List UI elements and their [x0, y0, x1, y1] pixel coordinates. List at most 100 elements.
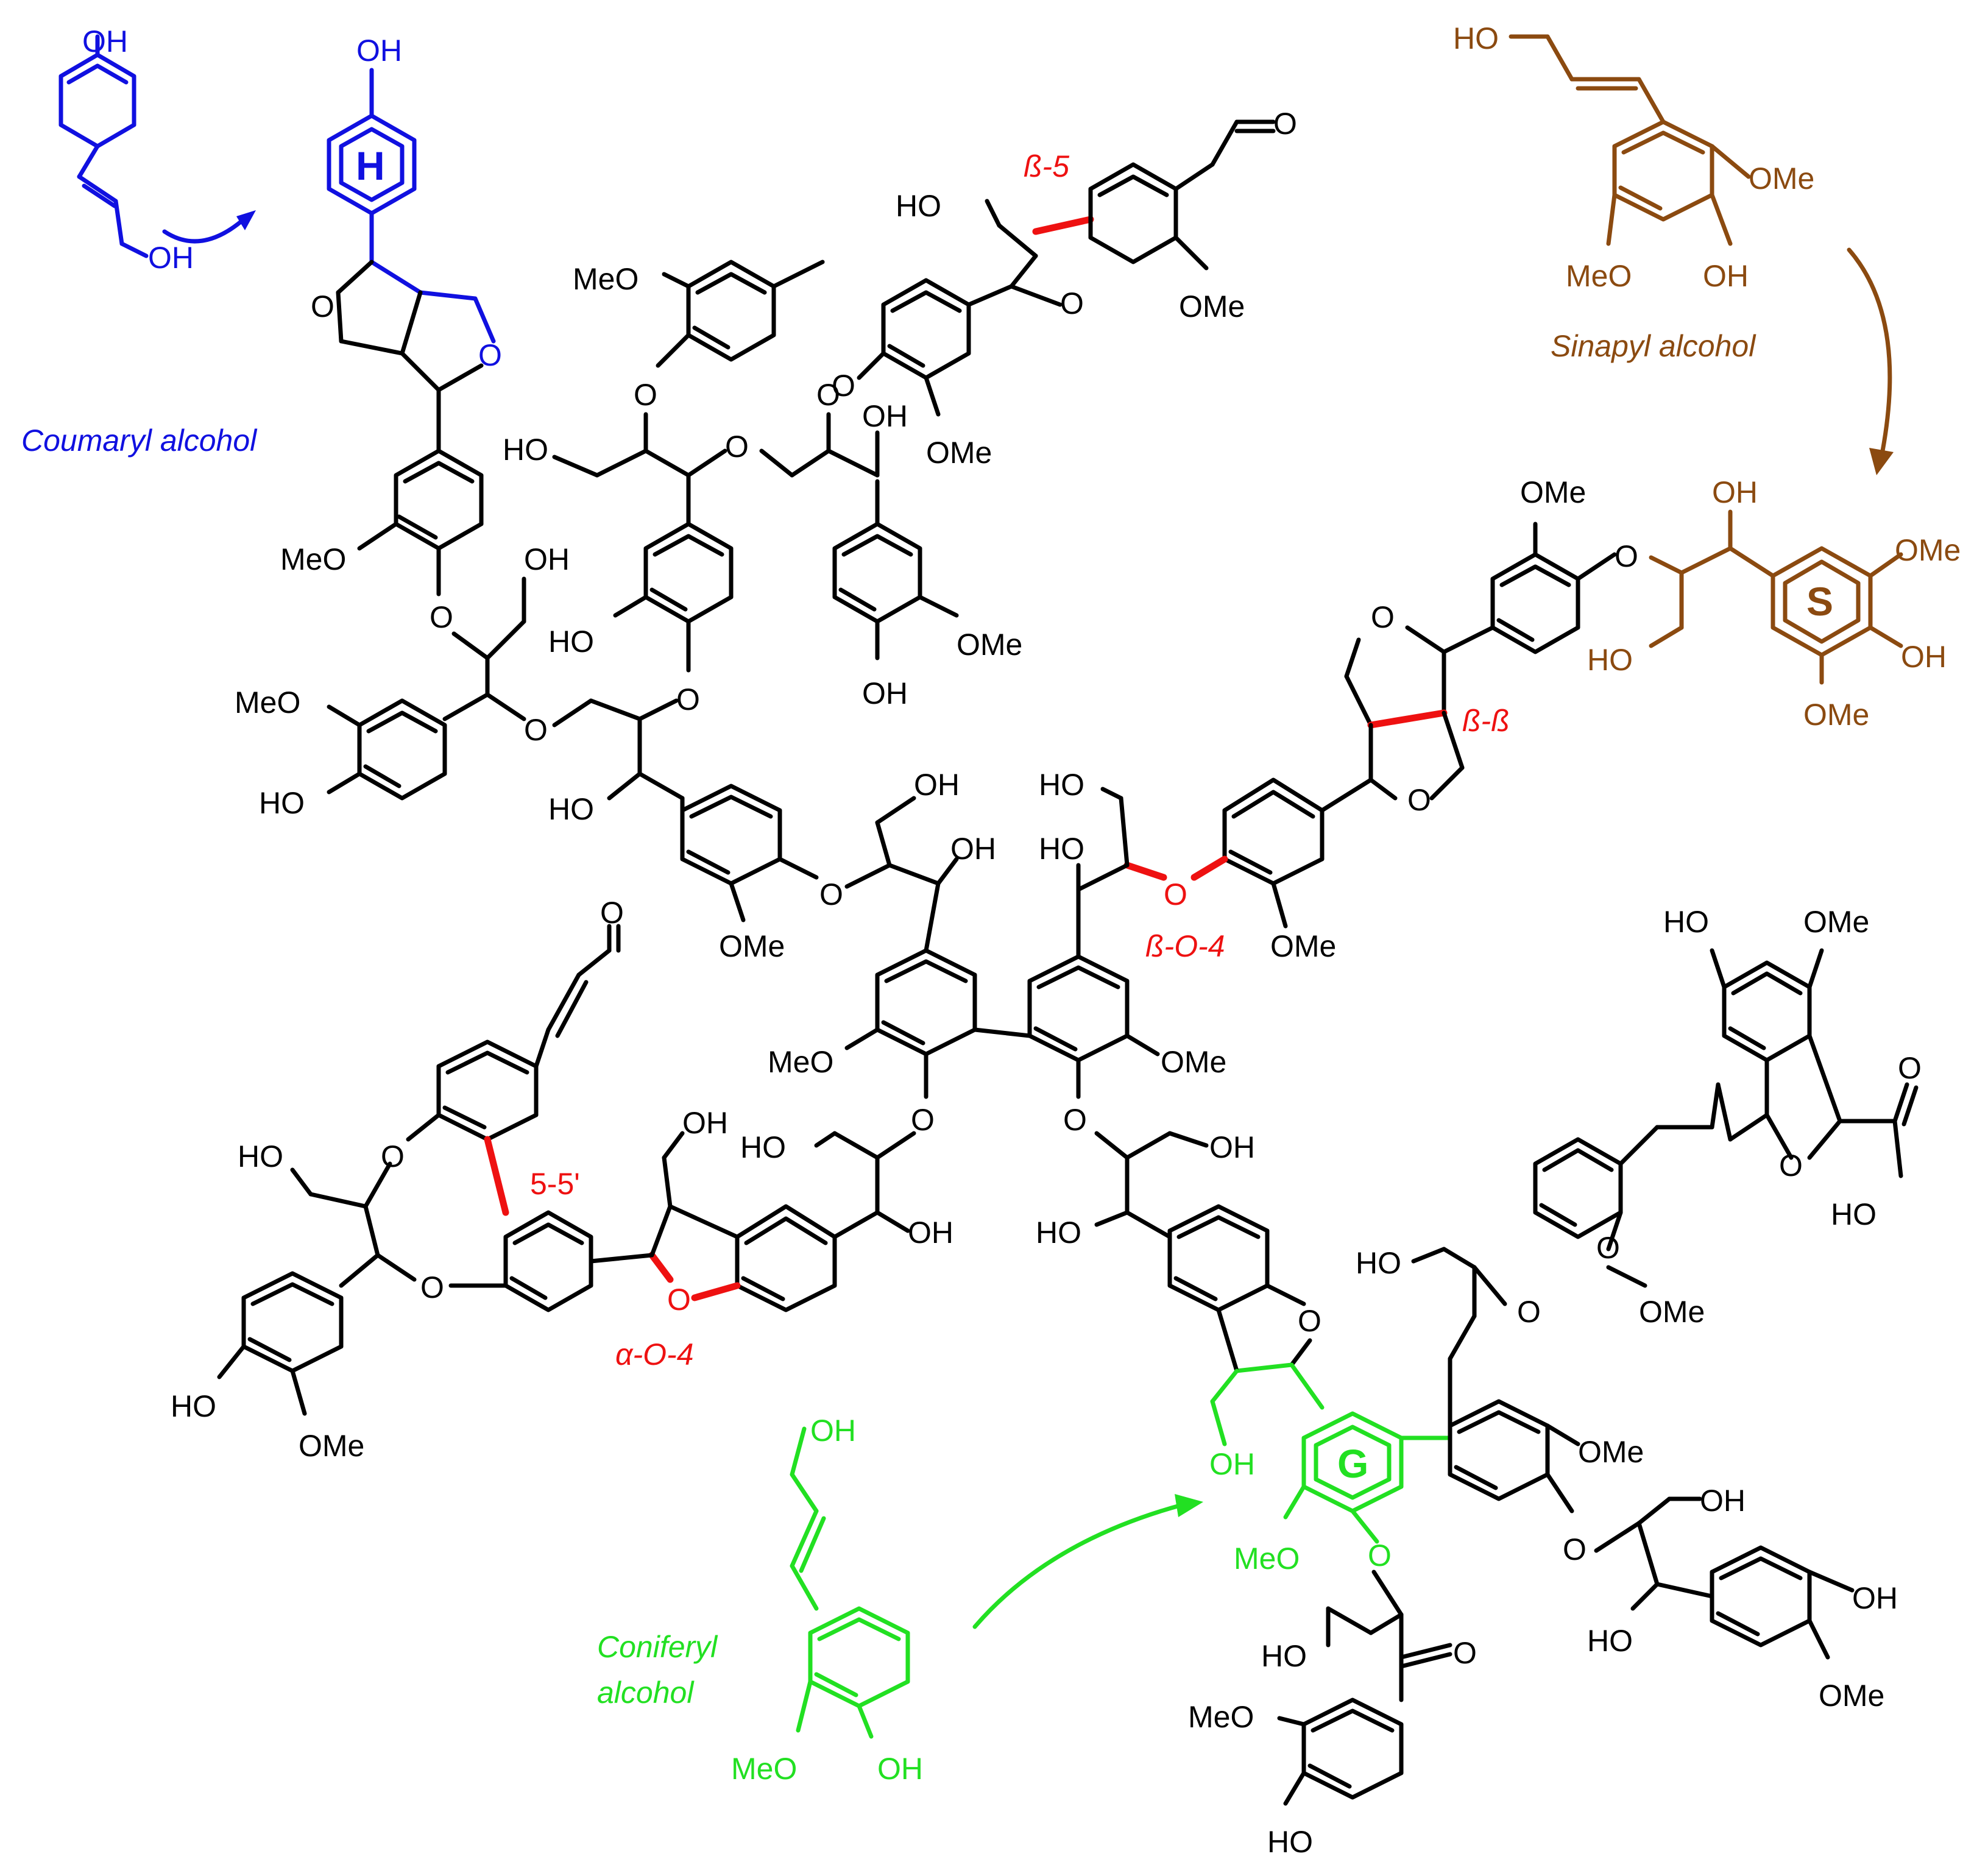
o-label-17a: O	[911, 1103, 935, 1137]
lower-right-chain: OH HO	[1036, 1130, 1255, 1250]
ho-label-38: HO	[1831, 1197, 1877, 1231]
s-unit-ome-label-2: OMe	[1803, 698, 1869, 732]
o-label-13: O	[1371, 600, 1395, 634]
ho-label-37: HO	[1663, 905, 1709, 939]
furan-o-label-1: O	[311, 289, 334, 324]
o-label-8: O	[832, 369, 855, 403]
ho-label-33: HO	[1356, 1246, 1401, 1280]
s-unit-oh-label: OH	[1901, 640, 1947, 674]
ome-label-20: OMe	[719, 929, 785, 963]
o-label-32: O	[1563, 1532, 1587, 1566]
guaiacyl-ring-8: OMe O ß-O-4 HO HO	[1039, 768, 1336, 963]
o-label-36: O	[1596, 1231, 1620, 1265]
aldehyde-o-label-2: O	[600, 896, 624, 930]
guaiacyl-ring-2: MeO HO	[235, 685, 447, 820]
meo-label-1: MeO	[280, 542, 346, 576]
o-label-14: O	[1407, 783, 1431, 817]
ome-label-12: OMe	[1520, 475, 1586, 509]
coumaryl-alcohol-monomer: OH OH Coumaryl alcohol	[21, 24, 258, 458]
guaiacyl-ring-9: OMe	[680, 784, 819, 963]
g-unit-label: G	[1337, 1441, 1368, 1486]
guaiacyl-ring-10: HO OMe	[171, 1271, 364, 1463]
meo-label-31: MeO	[1188, 1700, 1254, 1734]
alphaO4-bond-1	[691, 1282, 741, 1301]
ho-label-4: HO	[548, 625, 594, 659]
s-unit-chain-ho-label: HO	[1587, 643, 1633, 677]
oh-label-35: OH	[1852, 1581, 1898, 1615]
h-unit-oh-label: OH	[356, 34, 402, 68]
ho-label-34: HO	[1587, 1624, 1633, 1658]
ho-label-27: HO	[1036, 1216, 1081, 1250]
o-label-5: O	[725, 430, 749, 464]
h-unit-label: H	[356, 143, 385, 188]
five5-bond	[484, 1136, 509, 1216]
o-label-19: O	[819, 877, 843, 911]
sinapyl-arrow	[1847, 247, 1892, 453]
guaiacyl-ring-12: OMe O O HO	[1356, 1246, 1644, 1566]
s-unit-chain-oh-label: OH	[1712, 475, 1758, 509]
o-label-1: O	[430, 600, 453, 634]
g-unit-meo-label: MeO	[1234, 1542, 1300, 1576]
ho-label-15: HO	[1039, 768, 1084, 802]
five5-label: 5-5'	[530, 1167, 580, 1201]
ho-label-3: HO	[548, 792, 594, 826]
sinapyl-arrow-head	[1869, 448, 1894, 475]
o-label-37: O	[1779, 1149, 1803, 1183]
o-label-3: O	[676, 682, 700, 717]
coumaryl-alcohol-label: Coumaryl alcohol	[21, 423, 258, 458]
upper-ether-chain: O HO O O OH	[503, 378, 908, 478]
ome-label-10: OMe	[1179, 289, 1245, 324]
oh-label-6: OH	[862, 399, 908, 433]
sinapyl-meo-label: MeO	[1566, 259, 1632, 293]
isochroman-unit: O OMe HO OMe O O HO	[1533, 905, 1922, 1329]
o-label-24: O	[381, 1139, 405, 1173]
benzofuran-alphaO4: O α-O-4 OH	[589, 1106, 837, 1372]
ome-label-36: OMe	[1639, 1295, 1705, 1329]
ome-label-8: OMe	[926, 436, 992, 470]
ho-label-31: HO	[1267, 1825, 1313, 1859]
coumaryl-arrow	[162, 217, 246, 244]
ho-label-16: HO	[1039, 832, 1084, 866]
coniferyl-alcohol-label-1: Coniferyl	[597, 1630, 718, 1664]
central-biphenyl: MeO OMe O O OH OH O	[768, 768, 1226, 1137]
o-label-25: O	[420, 1270, 444, 1304]
ome-label-32: OMe	[1578, 1435, 1644, 1469]
guaiacyl-ring-3: HO	[548, 473, 734, 673]
sinapyl-alcohol-label: Sinapyl alcohol	[1551, 329, 1756, 363]
ho-label-25: HO	[238, 1139, 283, 1173]
dibenzodioxocin-5-5: 5-5' O O O HO	[238, 896, 624, 1312]
alphaO4-label: α-O-4	[615, 1337, 694, 1372]
coumaryl-chain-oh-label: OH	[148, 241, 194, 275]
s-unit-ome-label-1: OMe	[1895, 533, 1961, 567]
alphaO4-bond-2	[648, 1251, 674, 1283]
bicyclic-core-top: O O	[311, 260, 502, 453]
sinapyl-ome-label: OMe	[1749, 161, 1814, 196]
ome-label-14: OMe	[1270, 929, 1336, 963]
betaO4-bond-1	[1190, 855, 1228, 881]
ho-label-5: HO	[503, 433, 548, 467]
oh-label-27: OH	[1209, 1130, 1255, 1164]
sinapyl-alcohol-monomer: HO OMe OH MeO Sinapyl alcohol	[1453, 21, 1894, 475]
ho-label-9: HO	[896, 189, 941, 223]
oh-label-1: OH	[524, 542, 570, 576]
guaiacyl-ring-6: OMe OH	[832, 479, 1022, 710]
ome-label-11: OMe	[957, 628, 1022, 662]
ome-label-37: OMe	[1803, 905, 1869, 939]
meo-label-17: MeO	[768, 1045, 833, 1079]
oh-label-34: OH	[1700, 1484, 1746, 1518]
o-label-12: O	[1615, 539, 1638, 573]
oh-label-21: OH	[908, 1216, 953, 1250]
o-label-17b: O	[1063, 1103, 1087, 1137]
bicyclic-core-betabeta: O ß-ß O	[1320, 600, 1510, 817]
furan-o-label-2: O	[478, 338, 502, 372]
g-unit-o-label: O	[1368, 1538, 1392, 1573]
coniferyl-alcohol-label-2: alcohol	[597, 1676, 695, 1710]
o-label-6: O	[816, 378, 840, 412]
g-lower-chain: HO O	[1261, 1606, 1477, 1702]
guaiacyl-ring-7: O OMe	[1441, 475, 1638, 654]
g-side-oh-label: OH	[1209, 1447, 1255, 1481]
s-unit: S OMe OH OMe OH HO	[1587, 475, 1961, 732]
guaiacyl-ring-11: MeO HO	[1188, 1697, 1404, 1859]
guaiacyl-ring-13: OH HO OH OMe	[1587, 1484, 1898, 1713]
